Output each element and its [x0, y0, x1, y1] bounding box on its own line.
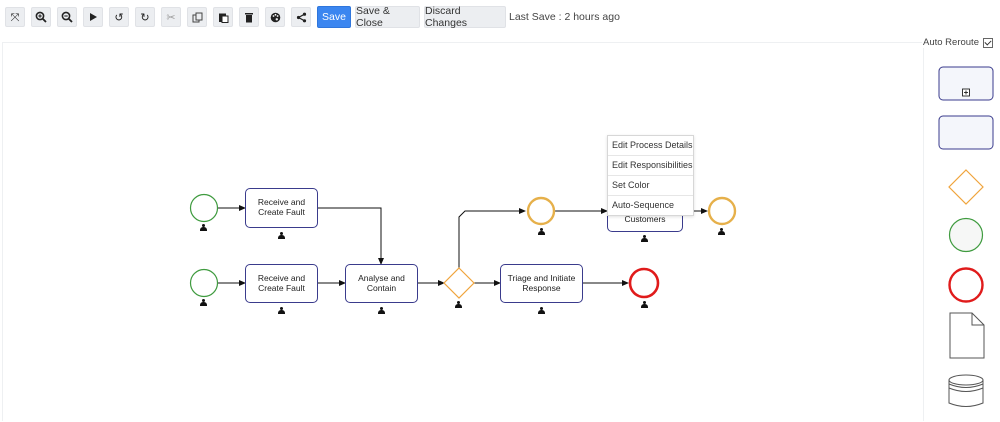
task-receive-and-create-fault[interactable]: Receive and Create Fault — [245, 188, 318, 228]
zoom-in-icon[interactable] — [31, 7, 51, 27]
task-triage-and-initiate-response[interactable]: Triage and Initiate Response — [500, 264, 583, 303]
last-save-status: Last Save : 2 hours ago — [509, 11, 620, 23]
paste-icon[interactable] — [213, 7, 233, 27]
person-icon — [538, 228, 545, 236]
task-label: Customers — [624, 214, 666, 225]
zoom-out-icon[interactable] — [57, 7, 77, 27]
menu-item-set-color[interactable]: Set Color — [608, 176, 693, 196]
intermediate-event[interactable] — [707, 196, 737, 226]
person-icon — [641, 301, 648, 309]
save-button[interactable]: Save — [317, 6, 351, 28]
exclusive-gateway[interactable] — [443, 267, 475, 299]
auto-reroute-checkbox[interactable] — [982, 37, 993, 48]
toolbar: ⤧ ↺ ↻ ✂ Save Save & Close Discard Change… — [0, 0, 1000, 36]
palette-document-shape[interactable] — [949, 312, 985, 359]
save-close-button[interactable]: Save & Close — [355, 5, 420, 29]
palette-subprocess-shape[interactable] — [938, 66, 994, 101]
flow-connector[interactable] — [318, 207, 384, 265]
auto-reroute-toggle[interactable]: Auto Reroute — [923, 37, 993, 48]
share-icon[interactable] — [291, 7, 311, 27]
auto-reroute-label: Auto Reroute — [923, 37, 979, 48]
fit-screen-icon[interactable]: ⤧ — [5, 7, 25, 27]
copy-icon[interactable] — [187, 7, 207, 27]
person-icon — [200, 299, 207, 307]
start-event[interactable] — [189, 268, 219, 298]
end-event[interactable] — [628, 267, 660, 299]
menu-item-edit-process-details[interactable]: Edit Process Details — [608, 136, 693, 156]
undo-icon[interactable]: ↺ — [109, 7, 129, 27]
task-receive-and-create-fault[interactable]: Receive and Create Fault — [245, 264, 318, 303]
person-icon — [378, 307, 385, 315]
task-analyse-and-contain[interactable]: Analyse and Contain — [345, 264, 418, 303]
person-icon — [538, 307, 545, 315]
shape-palette — [923, 48, 1000, 421]
flow-connector[interactable] — [458, 208, 526, 268]
connector-layer — [189, 193, 737, 299]
person-icon — [278, 232, 285, 240]
context-menu: Edit Process Details Edit Responsibiliti… — [607, 135, 694, 216]
task-label: Receive and Create Fault — [257, 197, 306, 217]
palette-data-store-shape[interactable] — [948, 374, 984, 407]
palette-gateway-shape[interactable] — [948, 169, 984, 205]
diagram-canvas[interactable]: Receive and Create Fault Receive and Cre… — [2, 42, 922, 421]
person-icon — [200, 224, 207, 232]
start-event[interactable] — [189, 193, 219, 223]
task-label: Receive and Create Fault — [257, 272, 306, 293]
palette-start-event-shape[interactable] — [948, 217, 984, 253]
task-label: Analyse and Contain — [358, 272, 405, 293]
person-icon — [718, 228, 725, 236]
color-palette-icon[interactable] — [265, 7, 285, 27]
menu-item-edit-responsibilities[interactable]: Edit Responsibilities — [608, 156, 693, 176]
person-icon — [278, 307, 285, 315]
redo-icon[interactable]: ↻ — [135, 7, 155, 27]
palette-end-event-shape[interactable] — [948, 267, 984, 303]
person-icon — [455, 301, 462, 309]
intermediate-event[interactable] — [526, 196, 556, 226]
delete-icon[interactable] — [239, 7, 259, 27]
menu-item-auto-sequence[interactable]: Auto-Sequence — [612, 200, 675, 210]
palette-task-shape[interactable] — [938, 115, 994, 150]
task-label: Triage and Initiate Response — [507, 272, 576, 293]
play-icon[interactable] — [83, 7, 103, 27]
cut-icon[interactable]: ✂ — [161, 7, 181, 27]
discard-changes-button[interactable]: Discard Changes — [424, 5, 506, 29]
person-icon — [641, 235, 648, 243]
